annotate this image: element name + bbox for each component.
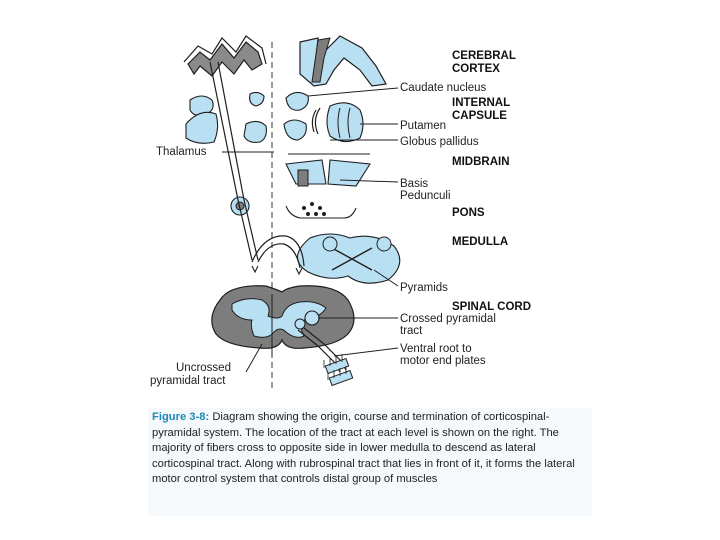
label-uncrossed-tract-1: Uncrossed [176,362,231,374]
label-crossed-tract-1: Crossed pyramidal [400,313,496,325]
left-cortex-outline [183,35,267,65]
midbrain-grey [297,169,309,187]
figure-caption: Figure 3-8: Diagram showing the origin, … [152,410,592,488]
right-cortex-grey [311,37,331,83]
label-globus-pallidus: Globus pallidus [400,136,479,148]
level-cerebral-cortex-2: CORTEX [452,63,500,75]
midbrain-right [327,159,371,187]
right-lentiform [326,102,364,143]
motor-end-plates [323,354,354,387]
label-basis-pedunculi-2: Pedunculi [400,190,451,202]
left-cortex-gyrus [187,41,263,77]
label-basis-pedunculi-1: Basis [400,178,429,190]
pons-outline [285,205,357,219]
level-pons: PONS [452,207,485,219]
right-thalamus [283,119,307,141]
left-lentiform [185,111,219,144]
descending-tract-left [209,61,253,261]
pons-dots [302,202,326,216]
level-spinal-cord: SPINAL CORD [452,301,532,313]
left-small-nucleus [249,91,265,107]
crossed-tract-circle-2 [294,318,306,330]
crossing-arc-2 [257,243,301,269]
figure-caption-text: Diagram showing the origin, course and t… [152,411,575,486]
medulla-decussation [331,247,373,271]
right-capsule-fibers [311,107,321,135]
level-cerebral-cortex-1: CEREBRAL [452,50,516,62]
right-lentiform-lines [337,107,351,139]
label-uncrossed-tract-2: pyramidal tract [150,375,226,387]
level-midbrain: MIDBRAIN [452,156,510,168]
level-internal-capsule-1: INTERNAL [452,97,511,109]
descending-tract-left-2 [217,61,259,261]
label-thalamus: Thalamus [156,146,207,158]
right-caudate [285,91,309,111]
descending-arrows [251,265,303,276]
crossing-arc [251,235,305,267]
crossed-tract-circle [304,310,320,326]
label-caudate-nucleus: Caudate nucleus [400,82,487,94]
label-crossed-tract-2: tract [400,325,423,337]
label-putamen: Putamen [400,120,447,132]
medulla-right-pyramid [376,236,392,252]
leader-lines [222,87,399,373]
label-ventral-root-1: Ventral root to [400,343,472,355]
medulla-left-pyramid [322,236,338,252]
label-ventral-root-2: motor end plates [400,355,486,367]
caption-background [148,408,592,516]
figure-number: Figure 3-8: [152,411,210,423]
left-thalamus [243,120,267,143]
label-pyramids: Pyramids [400,282,448,294]
level-medulla: MEDULLA [452,236,509,248]
level-internal-capsule-2: CAPSULE [452,110,507,122]
left-caudate [189,95,214,116]
